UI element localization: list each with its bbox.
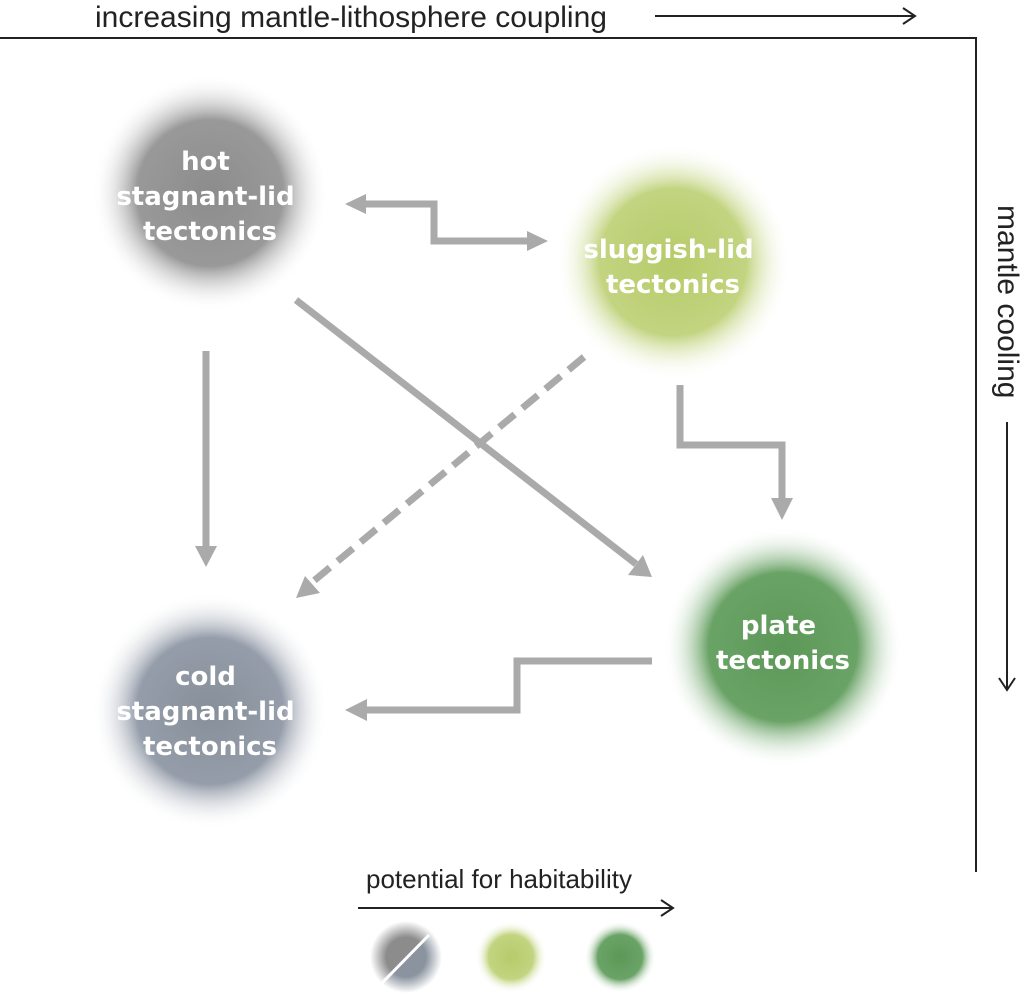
node-sluggish-lid: sluggish-lid tectonics — [555, 144, 791, 380]
arrowhead-down-icon — [771, 498, 793, 520]
node-sluggish-label-line: tectonics — [606, 270, 740, 300]
node-plate: plate tectonics — [663, 527, 903, 767]
node-sluggish-circle — [555, 144, 791, 380]
node-plate-label-line: tectonics — [716, 646, 850, 676]
edge-sluggish-plate-line — [676, 385, 786, 500]
arrowhead-diagonal-icon — [296, 576, 320, 598]
node-hot-label-line: hot — [181, 147, 230, 177]
edge-sluggish-cold-line — [307, 354, 587, 587]
edge-sluggish-cold — [296, 354, 587, 598]
node-plate-label: plate tectonics — [716, 611, 850, 676]
top-axis-arrow — [655, 7, 917, 25]
node-cold-circle — [92, 593, 328, 829]
edge-hot-cold — [195, 351, 217, 567]
edge-sluggish-plate — [676, 385, 793, 520]
node-cold-label-line: tectonics — [143, 732, 277, 762]
legend: potential for habitability — [358, 864, 675, 993]
node-plate-circle — [663, 527, 903, 767]
node-hot-label: hot stagnant-lid tectonics — [116, 147, 303, 247]
edge-hot-plate — [293, 297, 652, 577]
node-hot-label-line: stagnant-lid — [116, 182, 294, 212]
legend-title: potential for habitability — [366, 864, 632, 894]
arrowhead-right-icon — [527, 231, 548, 251]
arrowhead-diagonal-icon — [628, 555, 652, 577]
node-plate-label-line: plate — [741, 611, 816, 641]
node-cold-stagnant-lid: cold stagnant-lid tectonics — [92, 593, 328, 829]
node-hot-stagnant-lid: hot stagnant-lid tectonics — [92, 75, 328, 311]
node-sluggish-label: sluggish-lid tectonics — [583, 235, 762, 300]
arrowhead-left-icon — [345, 194, 366, 214]
right-axis-label: mantle cooling — [991, 205, 1024, 398]
legend-swatch-sluggish-lid — [475, 921, 547, 993]
edge-hot-sluggish — [345, 194, 548, 251]
legend-divider — [377, 933, 431, 988]
node-cold-label-line: cold — [175, 662, 236, 692]
legend-swatch-stagnant-lid — [370, 921, 442, 993]
node-hot-circle — [92, 75, 328, 311]
arrowhead-down-icon — [195, 546, 217, 567]
node-hot-label-line: tectonics — [143, 217, 277, 247]
node-cold-label-line: stagnant-lid — [116, 697, 294, 727]
arrowhead-left-icon — [345, 699, 367, 721]
edge-hot-sluggish-line — [365, 200, 530, 245]
edge-plate-cold-line — [365, 657, 652, 714]
edges — [195, 194, 793, 721]
node-sluggish-label-line: sluggish-lid — [583, 235, 753, 265]
node-cold-label: cold stagnant-lid tectonics — [116, 662, 303, 762]
legend-swatch-plate — [584, 921, 656, 993]
legend-arrow — [358, 899, 675, 917]
edge-hot-plate-line — [293, 297, 639, 567]
right-axis-arrow — [998, 422, 1016, 692]
edge-plate-cold — [345, 657, 652, 721]
top-axis-label: increasing mantle-lithosphere coupling — [95, 1, 607, 34]
frame — [0, 37, 977, 872]
